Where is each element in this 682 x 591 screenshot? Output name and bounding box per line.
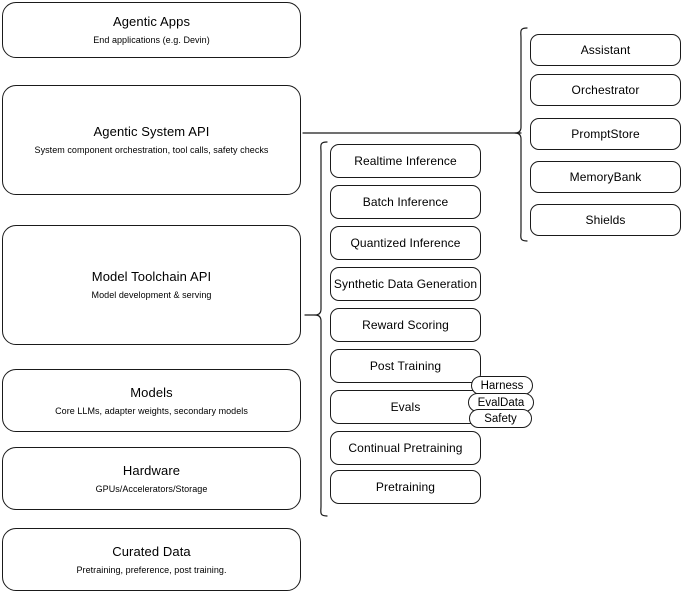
capability-label: Synthetic Data Generation bbox=[333, 276, 478, 291]
component-label: Shields bbox=[585, 212, 626, 227]
component-assistant[interactable]: Assistant bbox=[530, 34, 681, 66]
layer-subtitle: System component orchestration, tool cal… bbox=[34, 145, 269, 155]
layer-title: Models bbox=[130, 384, 173, 400]
capability-label: Realtime Inference bbox=[354, 153, 457, 168]
component-label: PromptStore bbox=[571, 126, 640, 141]
capability-label: Quantized Inference bbox=[350, 235, 461, 250]
layer-title: Curated Data bbox=[112, 543, 191, 559]
layer-subtitle: Core LLMs, adapter weights, secondary mo… bbox=[55, 405, 248, 416]
layer-curated-data[interactable]: Curated Data Pretraining, preference, po… bbox=[2, 528, 301, 591]
layer-agentic-apps[interactable]: Agentic Apps End applications (e.g. Devi… bbox=[2, 2, 301, 58]
evals-tag-label: Harness bbox=[480, 379, 524, 392]
capability-continual-pretraining[interactable]: Continual Pretraining bbox=[330, 431, 481, 465]
capability-batch-inference[interactable]: Batch Inference bbox=[330, 185, 481, 219]
capability-quantized-inference[interactable]: Quantized Inference bbox=[330, 226, 481, 260]
layer-subtitle: Pretraining, preference, post training. bbox=[76, 564, 227, 575]
evals-tag-label: Safety bbox=[484, 412, 517, 425]
component-shields[interactable]: Shields bbox=[530, 204, 681, 236]
layer-model-toolchain-api[interactable]: Model Toolchain API Model development & … bbox=[2, 225, 301, 345]
capability-label: Reward Scoring bbox=[362, 317, 449, 332]
bracket-system-components bbox=[514, 27, 528, 242]
layer-models[interactable]: Models Core LLMs, adapter weights, secon… bbox=[2, 369, 301, 432]
component-label: Orchestrator bbox=[571, 82, 640, 97]
capability-label: Continual Pretraining bbox=[348, 440, 463, 455]
evals-tag-label: EvalData bbox=[477, 396, 525, 409]
layer-subtitle: Model development & serving bbox=[91, 290, 212, 300]
bracket-toolchain-capabilities bbox=[314, 141, 328, 517]
capability-realtime-inference[interactable]: Realtime Inference bbox=[330, 144, 481, 178]
layer-title: Model Toolchain API bbox=[91, 269, 212, 284]
capability-reward-scoring[interactable]: Reward Scoring bbox=[330, 308, 481, 342]
component-promptstore[interactable]: PromptStore bbox=[530, 118, 681, 150]
layer-title: Agentic System API bbox=[93, 124, 210, 139]
capability-pretraining[interactable]: Pretraining bbox=[330, 470, 481, 504]
layer-agentic-system-api[interactable]: Agentic System API System component orch… bbox=[2, 85, 301, 195]
layer-hardware[interactable]: Hardware GPUs/Accelerators/Storage bbox=[2, 447, 301, 510]
capability-label: Post Training bbox=[369, 358, 442, 373]
layer-subtitle: GPUs/Accelerators/Storage bbox=[95, 483, 208, 494]
evals-tag-safety[interactable]: Safety bbox=[469, 409, 532, 428]
layer-title: Agentic Apps bbox=[112, 14, 191, 29]
component-label: MemoryBank bbox=[569, 169, 642, 184]
component-label: Assistant bbox=[580, 42, 631, 57]
layer-subtitle: End applications (e.g. Devin) bbox=[93, 35, 210, 45]
component-memorybank[interactable]: MemoryBank bbox=[530, 161, 681, 193]
capability-label: Batch Inference bbox=[362, 194, 449, 209]
capability-post-training[interactable]: Post Training bbox=[330, 349, 481, 383]
capability-synthetic-data-generation[interactable]: Synthetic Data Generation bbox=[330, 267, 481, 301]
layer-title: Hardware bbox=[122, 462, 181, 478]
capability-label: Evals bbox=[390, 399, 421, 414]
capability-label: Pretraining bbox=[375, 479, 436, 494]
capability-evals[interactable]: Evals bbox=[330, 390, 481, 424]
component-orchestrator[interactable]: Orchestrator bbox=[530, 74, 681, 106]
